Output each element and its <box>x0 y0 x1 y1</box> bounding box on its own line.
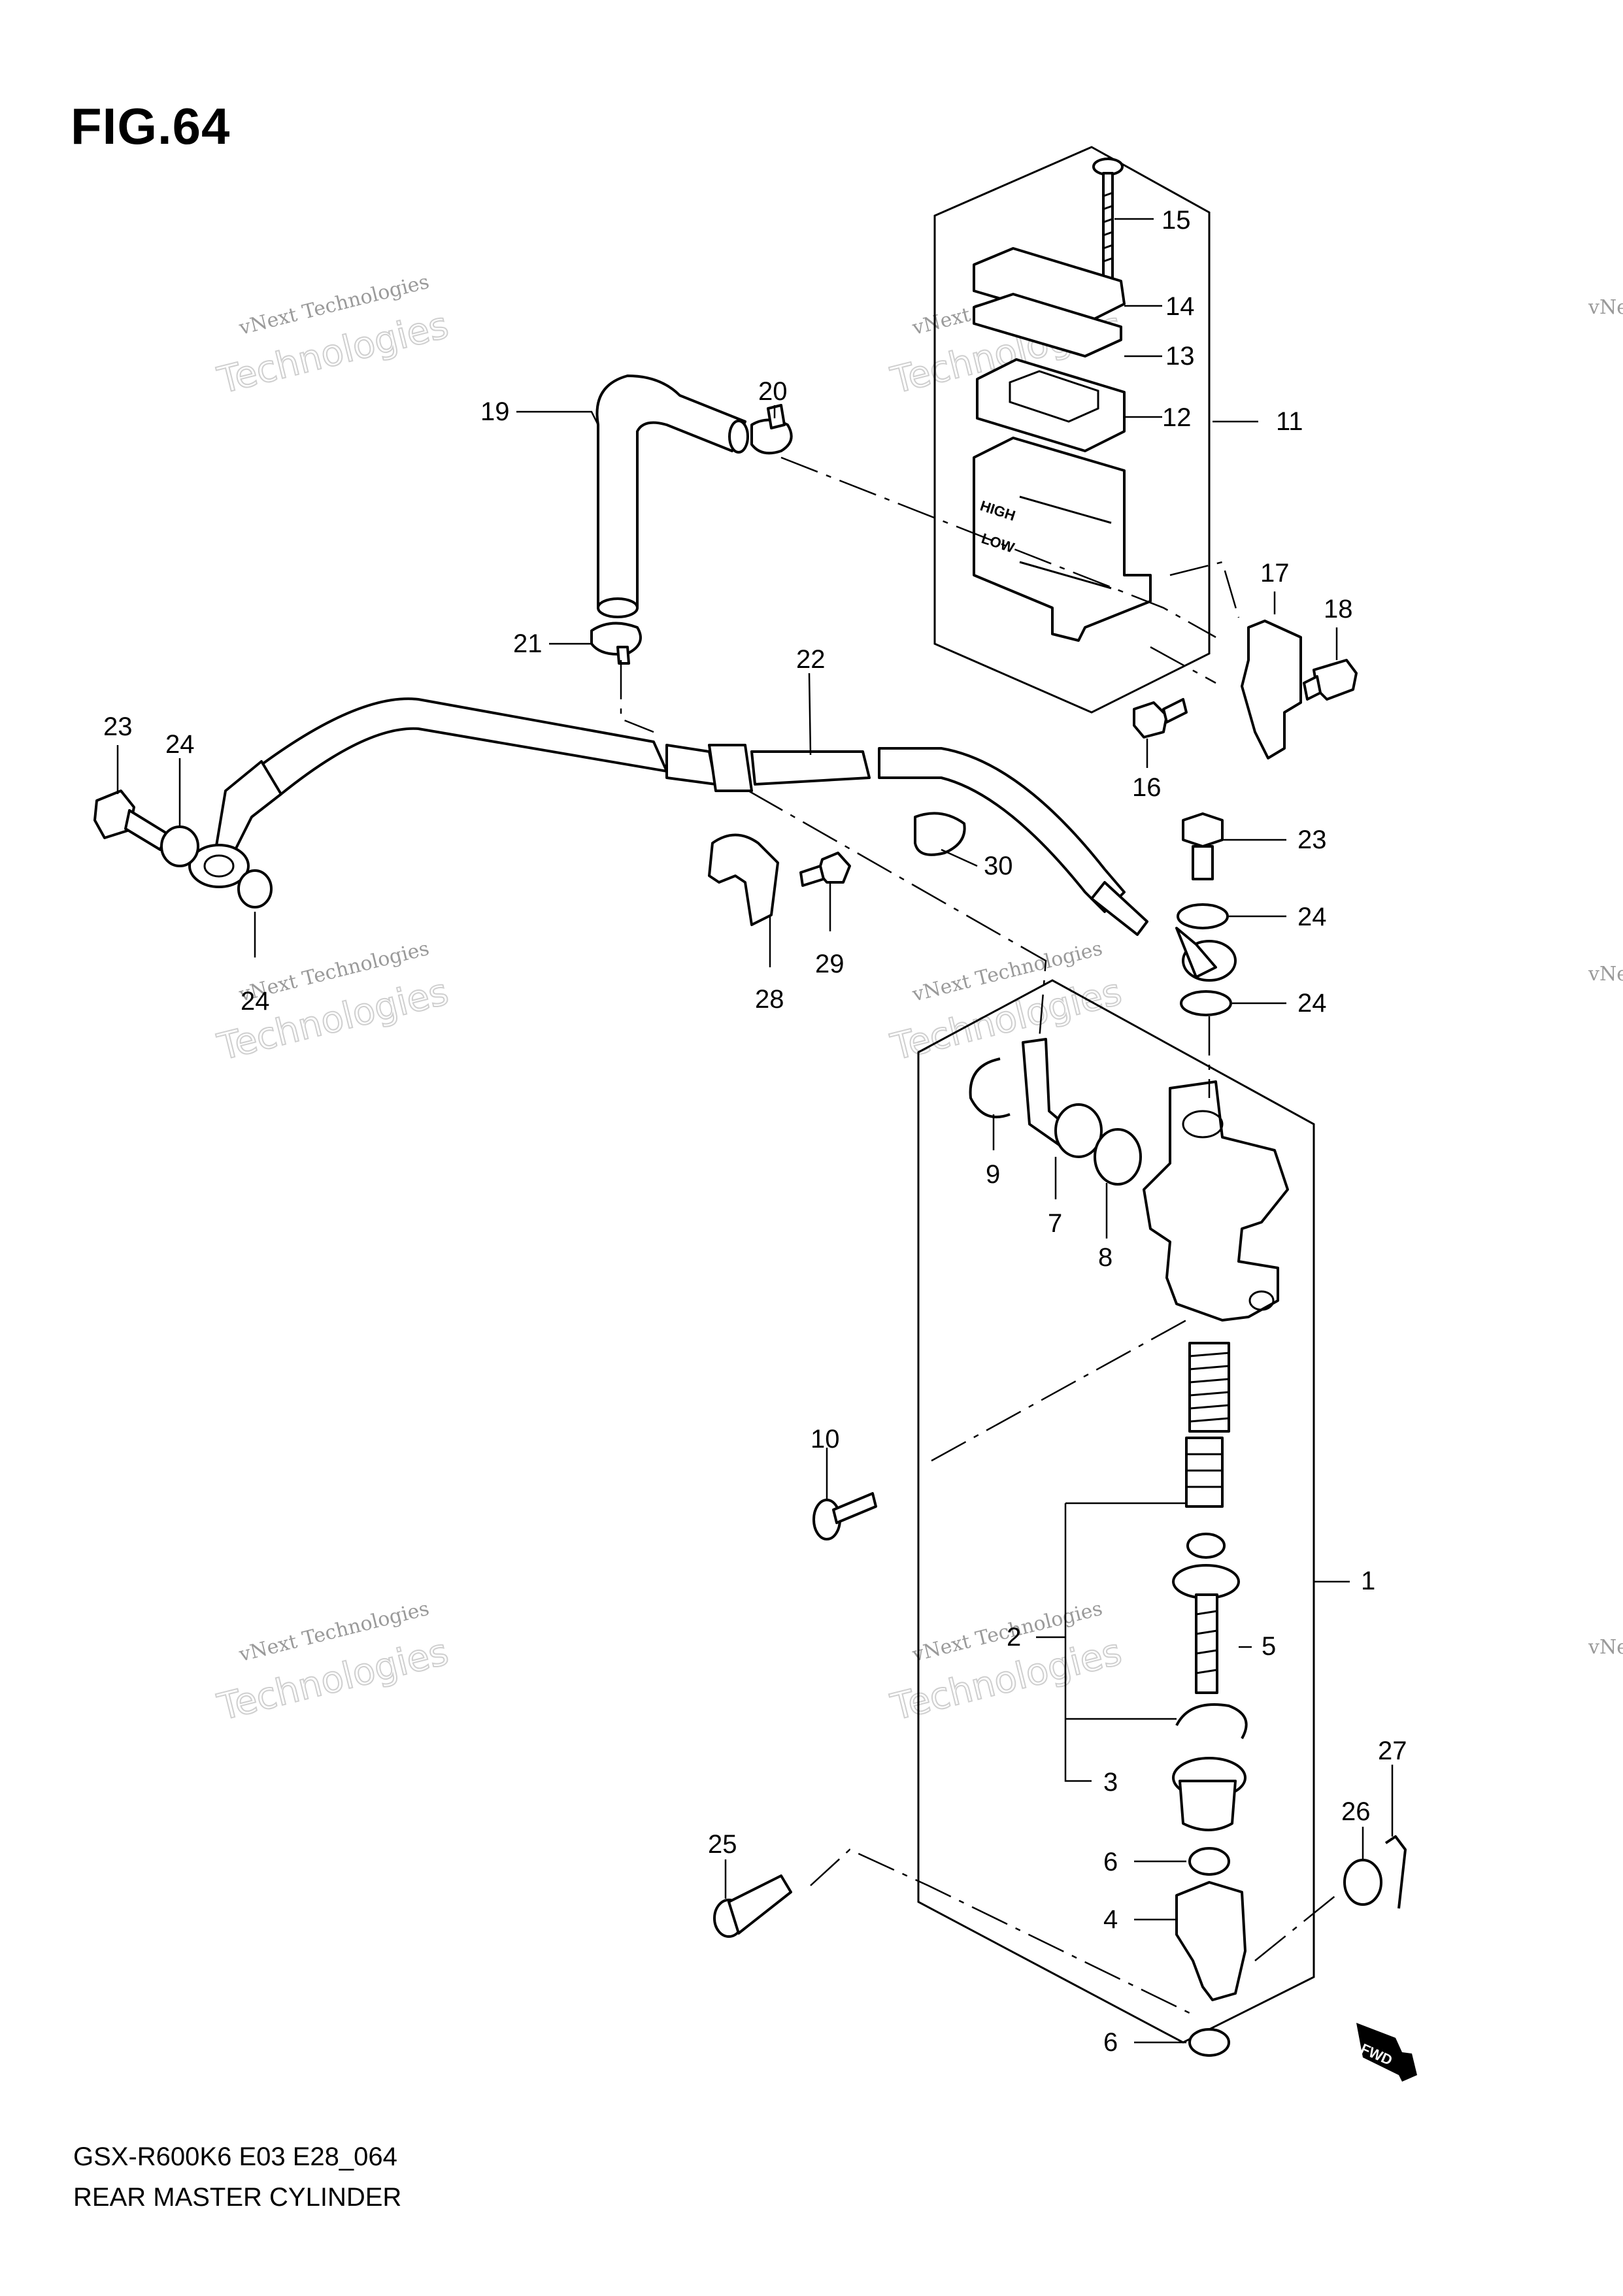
lock-nut-lower <box>1188 2028 1230 2057</box>
callout-label: 20 <box>758 377 788 406</box>
hose-guide-clip <box>914 812 966 856</box>
callout-label: 15 <box>1162 206 1191 235</box>
sealing-washer-right-lower <box>1180 990 1232 1016</box>
dust-boot <box>1172 1757 1247 1831</box>
figure-title: FIG.64 <box>71 97 231 155</box>
sealing-washer-left-lower <box>237 869 273 908</box>
clevis-pin <box>713 1874 792 1938</box>
mounting-screw <box>812 1492 877 1540</box>
callout-label: 9 <box>986 1160 1000 1189</box>
banjo-bolt-left <box>93 790 168 851</box>
callout-label: 22 <box>796 645 826 674</box>
callout-label: 19 <box>480 397 510 426</box>
circlip <box>969 1057 1011 1118</box>
reservoir-mount-bolt <box>1133 698 1188 739</box>
callout-label: 11 <box>1276 407 1303 436</box>
callout-label: 26 <box>1341 1797 1371 1826</box>
bracket-bolt <box>1303 659 1358 701</box>
callout-label: 6 <box>1103 1848 1118 1876</box>
callout-label: 16 <box>1132 773 1162 802</box>
callout-label: 28 <box>755 985 784 1014</box>
sealing-washer-right-upper <box>1177 903 1229 929</box>
brake-hose <box>260 697 1148 936</box>
callout-label: 30 <box>984 852 1013 880</box>
hose-clamp-lower <box>590 622 642 665</box>
callout-label: 14 <box>1165 292 1195 321</box>
callout-label: 12 <box>1162 403 1192 432</box>
callout-label: 21 <box>513 629 543 658</box>
callout-label: 25 <box>708 1830 737 1859</box>
callout-label: 27 <box>1378 1737 1407 1765</box>
figure-caption: REAR MASTER CYLINDER <box>73 2183 402 2212</box>
reservoir-body: HIGH LOW <box>973 437 1152 642</box>
inlet-connector <box>1022 1038 1103 1158</box>
diaphragm-plate <box>973 293 1122 358</box>
master-cylinder-group-frame <box>917 979 1315 2044</box>
hose-clamp-upper <box>750 404 793 455</box>
lock-nut-upper <box>1188 1847 1230 1876</box>
watermark-text: vNext <box>1588 296 1623 319</box>
callout-label: 7 <box>1048 1209 1062 1238</box>
reservoir-hose <box>595 374 749 618</box>
callout-label: 18 <box>1324 595 1353 624</box>
callout-label: 29 <box>815 950 845 978</box>
banjo-fitting-right <box>1175 927 1237 982</box>
callout-label: 24 <box>165 730 195 759</box>
callout-labels: 1 2 3 4 5 6 6 7 8 9 10 11 12 13 14 15 16… <box>103 206 1407 2057</box>
callout-label: 17 <box>1260 559 1290 588</box>
watermark-text: vNext <box>1588 963 1623 986</box>
callout-label: 5 <box>1262 1632 1276 1661</box>
callout-label: 6 <box>1103 2028 1118 2057</box>
reservoir-cap-screw <box>1092 158 1124 289</box>
callout-label: 13 <box>1165 342 1195 371</box>
callout-label: 24 <box>1297 989 1327 1018</box>
callout-label: 4 <box>1103 1905 1118 1934</box>
callout-label: 24 <box>241 987 270 1016</box>
callout-label: 2 <box>1007 1623 1021 1652</box>
watermark-text: vNext <box>1588 1636 1623 1659</box>
push-rod <box>1172 1533 1240 1694</box>
leader-lines <box>116 218 1394 2044</box>
assembly-lines <box>620 456 1341 2014</box>
watermarks: Technologies vNext Technologies Technolo… <box>213 271 1623 1730</box>
plain-washer <box>1343 1859 1382 1906</box>
reservoir-group-frame <box>933 146 1211 714</box>
callout-label: 8 <box>1098 1243 1113 1272</box>
callout-label: 10 <box>811 1425 840 1454</box>
cotter-pin <box>1384 1835 1407 1909</box>
banjo-fitting-left <box>188 760 282 888</box>
reservoir-bracket <box>1241 620 1302 759</box>
reservoir-cap <box>973 247 1126 325</box>
forward-arrow: FWD <box>1356 2023 1417 2082</box>
callout-label: 3 <box>1103 1768 1118 1797</box>
diaphragm <box>976 358 1126 452</box>
callout-label: 23 <box>103 712 133 741</box>
piston-spring <box>1185 1342 1230 1508</box>
banjo-bolt-right <box>1182 812 1224 880</box>
model-code: GSX-R600K6 E03 E28_064 <box>73 2142 397 2171</box>
o-ring <box>1094 1128 1142 1186</box>
snap-ring <box>1175 1703 1248 1739</box>
sealing-washer-left-upper <box>160 825 199 867</box>
master-cylinder-body <box>1143 1080 1289 1322</box>
clamp-bolt <box>799 852 851 887</box>
hose-clamp <box>708 833 779 926</box>
clevis <box>1175 1881 1247 2001</box>
callout-label: 23 <box>1297 825 1327 854</box>
callout-label: 24 <box>1297 903 1327 931</box>
callout-label: 1 <box>1361 1567 1375 1595</box>
